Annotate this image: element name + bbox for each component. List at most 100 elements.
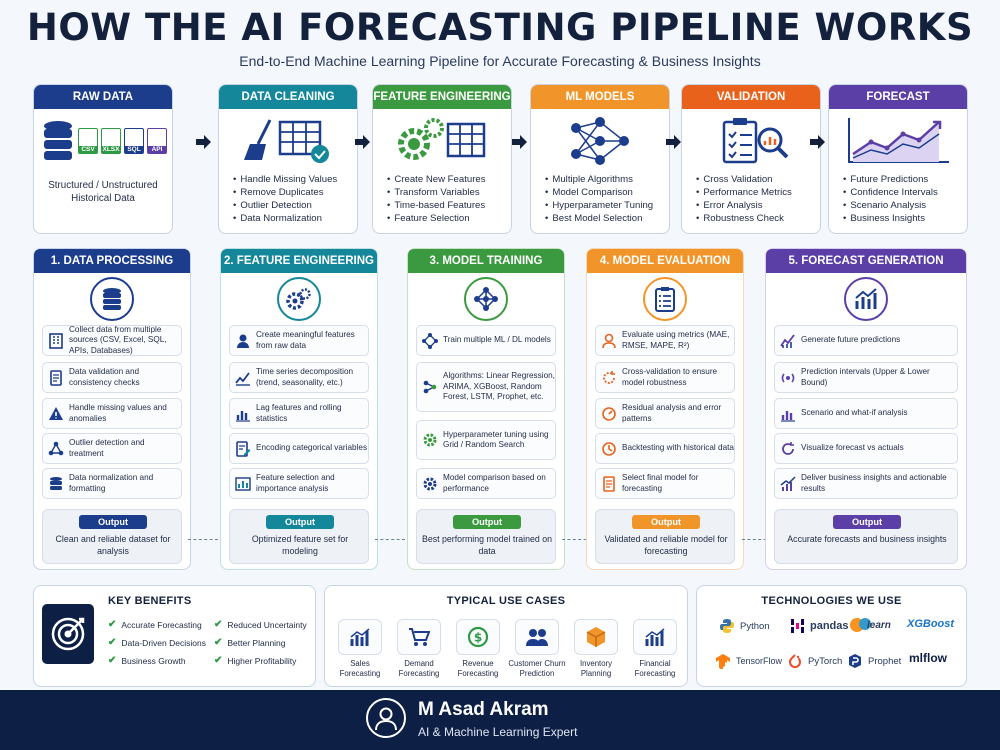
- output-text: Clean and reliable dataset for analysis: [55, 534, 171, 556]
- list-item: Residual analysis and error patterns: [595, 398, 735, 429]
- output-badge: Output: [266, 515, 334, 529]
- column-title: 3. MODEL TRAINING: [408, 249, 564, 273]
- column-icon-badge: [464, 277, 508, 321]
- footer: M Asad Akram AI & Machine Learning Exper…: [0, 690, 1000, 750]
- user-idea-icon: [237, 334, 249, 348]
- stage-title: ML MODELS: [531, 85, 669, 109]
- stage-item: Scenario Analysis: [843, 199, 959, 212]
- broom-table-icon: [244, 119, 329, 163]
- page-title: HOW THE AI FORECASTING PIPELINE WORKS: [26, 6, 974, 49]
- use-case-item: Sales Forecasting: [331, 619, 389, 679]
- tech-pytorch: PyTorch: [787, 653, 842, 669]
- building-icon: [49, 332, 63, 349]
- column-model-training: 3. MODEL TRAINING Train multiple ML / DL…: [407, 248, 565, 570]
- bar-chart-icon: [350, 628, 370, 646]
- metrics-user-icon: [602, 333, 616, 348]
- document-check-icon: [50, 369, 62, 386]
- list-item: Collect data from multiple sources (CSV,…: [42, 325, 182, 356]
- stage-item: Remove Duplicates: [233, 186, 349, 199]
- arrow-right-icon: [512, 135, 527, 149]
- users-icon: [526, 629, 548, 646]
- author-role: AI & Machine Learning Expert: [418, 725, 578, 739]
- list-item: Cross-validation to ensure model robustn…: [595, 362, 735, 393]
- stage-forecast: FORECAST Future Predictions Confidence I…: [828, 84, 968, 234]
- technologies-panel: TECHNOLOGIES WE USE Python pandas learn …: [696, 585, 967, 687]
- list-item: Generate future predictions: [774, 325, 958, 356]
- list-item: Lag features and rolling statistics: [229, 398, 369, 429]
- benefit-item: ✔Data-Driven Decisions: [108, 637, 206, 648]
- connector-dashed: [742, 539, 772, 540]
- panel-title: TECHNOLOGIES WE USE: [761, 595, 902, 607]
- stage-item: Feature Selection: [387, 212, 503, 225]
- stage-item: Time-based Features: [387, 199, 503, 212]
- trend-chart-icon: [780, 333, 795, 348]
- bar-chart-icon: [236, 410, 250, 422]
- cart-icon: [409, 628, 430, 646]
- network-icon: [474, 287, 498, 311]
- output-badge: Output: [453, 515, 521, 529]
- output-text: Validated and reliable model for forecas…: [604, 534, 728, 556]
- column-feature-engineering: 2. FEATURE ENGINEERING Create meaningful…: [220, 248, 378, 570]
- stage-item: Create New Features: [387, 173, 503, 186]
- output-text: Accurate forecasts and business insights: [787, 534, 947, 544]
- column-data-processing: 1. DATA PROCESSING Collect data from mul…: [33, 248, 191, 570]
- use-case-item: Financial Forecasting: [626, 619, 684, 679]
- refresh-icon: [782, 441, 794, 455]
- column-icon-badge: [643, 277, 687, 321]
- tech-tensorflow: TensorFlow: [715, 653, 782, 669]
- use-case-item: Inventory Planning: [567, 619, 625, 679]
- use-case-item: $Revenue Forecasting: [449, 619, 507, 679]
- list-item: Deliver business insights and actionable…: [774, 468, 958, 499]
- output-box: Output Validated and reliable model for …: [595, 509, 735, 564]
- stage-item: Multiple Algorithms: [545, 173, 661, 186]
- check-icon: ✔: [108, 655, 117, 666]
- stage-item: Confidence Intervals: [843, 186, 959, 199]
- arrow-right-icon: [810, 135, 825, 149]
- output-text: Optimized feature set for modeling: [251, 534, 349, 556]
- list-item: Train multiple ML / DL models: [416, 325, 556, 356]
- output-box: Output Best performing model trained on …: [416, 509, 556, 564]
- history-icon: [602, 441, 616, 456]
- list-item: Algorithms: Linear Regression, ARIMA, XG…: [416, 362, 556, 412]
- database-icon: [103, 288, 121, 310]
- output-box: Output Clean and reliable dataset for an…: [42, 509, 182, 564]
- stage-item: Future Predictions: [843, 173, 959, 186]
- use-case-item: Demand Forecasting: [390, 619, 448, 679]
- output-box: Output Accurate forecasts and business i…: [774, 509, 958, 564]
- arrow-right-icon: [666, 135, 681, 149]
- page-subtitle: End-to-End Machine Learning Pipeline for…: [239, 53, 761, 69]
- panel-title: TYPICAL USE CASES: [446, 595, 566, 607]
- list-item: Visualize forecast vs actuals: [774, 433, 958, 464]
- output-badge: Output: [79, 515, 147, 529]
- stage-validation: VALIDATION Cross Validation Performance …: [681, 84, 821, 234]
- financial-chart-icon: [645, 628, 665, 646]
- output-box: Output Optimized feature set for modelin…: [229, 509, 369, 564]
- check-icon: ✔: [108, 637, 117, 648]
- connector-dashed: [188, 539, 218, 540]
- benefit-item: ✔Accurate Forecasting: [108, 619, 202, 630]
- benefit-item: ✔Reduced Uncertainty: [214, 619, 307, 630]
- check-icon: ✔: [214, 637, 223, 648]
- stage-item: Model Comparison: [545, 186, 661, 199]
- dollar-coin-icon: $: [467, 626, 489, 648]
- arrow-right-icon: [355, 135, 370, 149]
- column-title: 5. FORECAST GENERATION: [766, 249, 966, 273]
- list-item: Backtesting with historical data: [595, 433, 735, 464]
- arrow-right-icon: [196, 135, 211, 149]
- stage-title: FEATURE ENGINEERING: [373, 85, 511, 109]
- check-icon: ✔: [214, 619, 223, 630]
- stage-item: Error Analysis: [696, 199, 812, 212]
- stage-item: Handle Missing Values: [233, 173, 349, 186]
- stage-title: VALIDATION: [682, 85, 820, 109]
- pytorch-logo-icon: [789, 654, 801, 668]
- list-item: Data normalization and formatting: [42, 468, 182, 499]
- gauge-icon: [602, 406, 616, 421]
- stage-data-cleaning: DATA CLEANING Handle Missing Values Remo…: [218, 84, 358, 234]
- clipboard-checklist-icon: [655, 287, 675, 312]
- check-icon: ✔: [108, 619, 117, 630]
- output-text: Best performing model trained on data: [421, 534, 553, 556]
- database-icon: [50, 476, 62, 490]
- document-edit-icon: [236, 440, 251, 457]
- prophet-logo-icon: [849, 654, 861, 668]
- stage-item: Transform Variables: [387, 186, 503, 199]
